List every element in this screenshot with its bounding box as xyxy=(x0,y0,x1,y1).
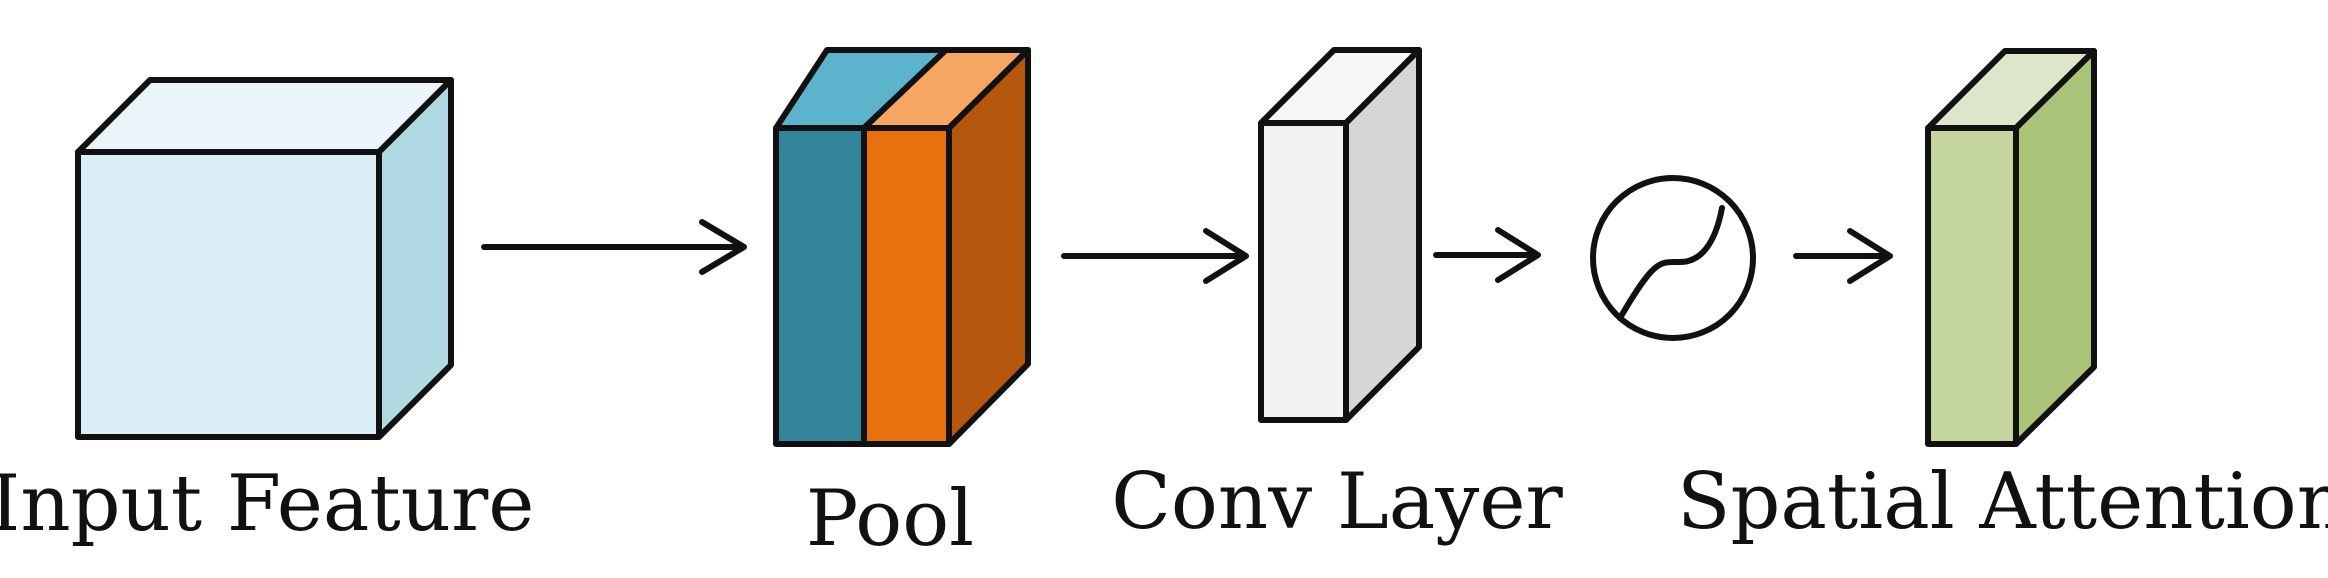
conv-layer-front-face xyxy=(1258,120,1349,423)
arrow-sigmoid-to-attention xyxy=(1793,228,1893,284)
sigmoid-curve-icon xyxy=(1617,205,1725,321)
spatial-attention-block xyxy=(1925,48,2097,447)
input-feature-block xyxy=(75,77,454,440)
sigmoid-circle xyxy=(1590,175,1756,341)
label-spatial-attention: Spatial Attention xyxy=(1677,457,2328,547)
label-input-feature: Input Feature xyxy=(0,459,534,549)
arrow-pool-to-conv xyxy=(1061,228,1249,284)
conv-layer-block xyxy=(1258,47,1422,423)
sigmoid-activation xyxy=(1590,175,1756,341)
pool-block xyxy=(773,47,1031,447)
arrow-input-to-pool xyxy=(481,219,747,275)
label-pool: Pool xyxy=(806,474,974,564)
pool-orange-front-face xyxy=(861,125,952,447)
pool-teal-front-face xyxy=(773,125,867,447)
label-conv-layer: Conv Layer xyxy=(1111,457,1563,547)
arrow-conv-to-sigmoid xyxy=(1433,227,1541,283)
input-feature-front-face xyxy=(75,149,382,440)
spatial-attention-front-face xyxy=(1925,125,2019,447)
